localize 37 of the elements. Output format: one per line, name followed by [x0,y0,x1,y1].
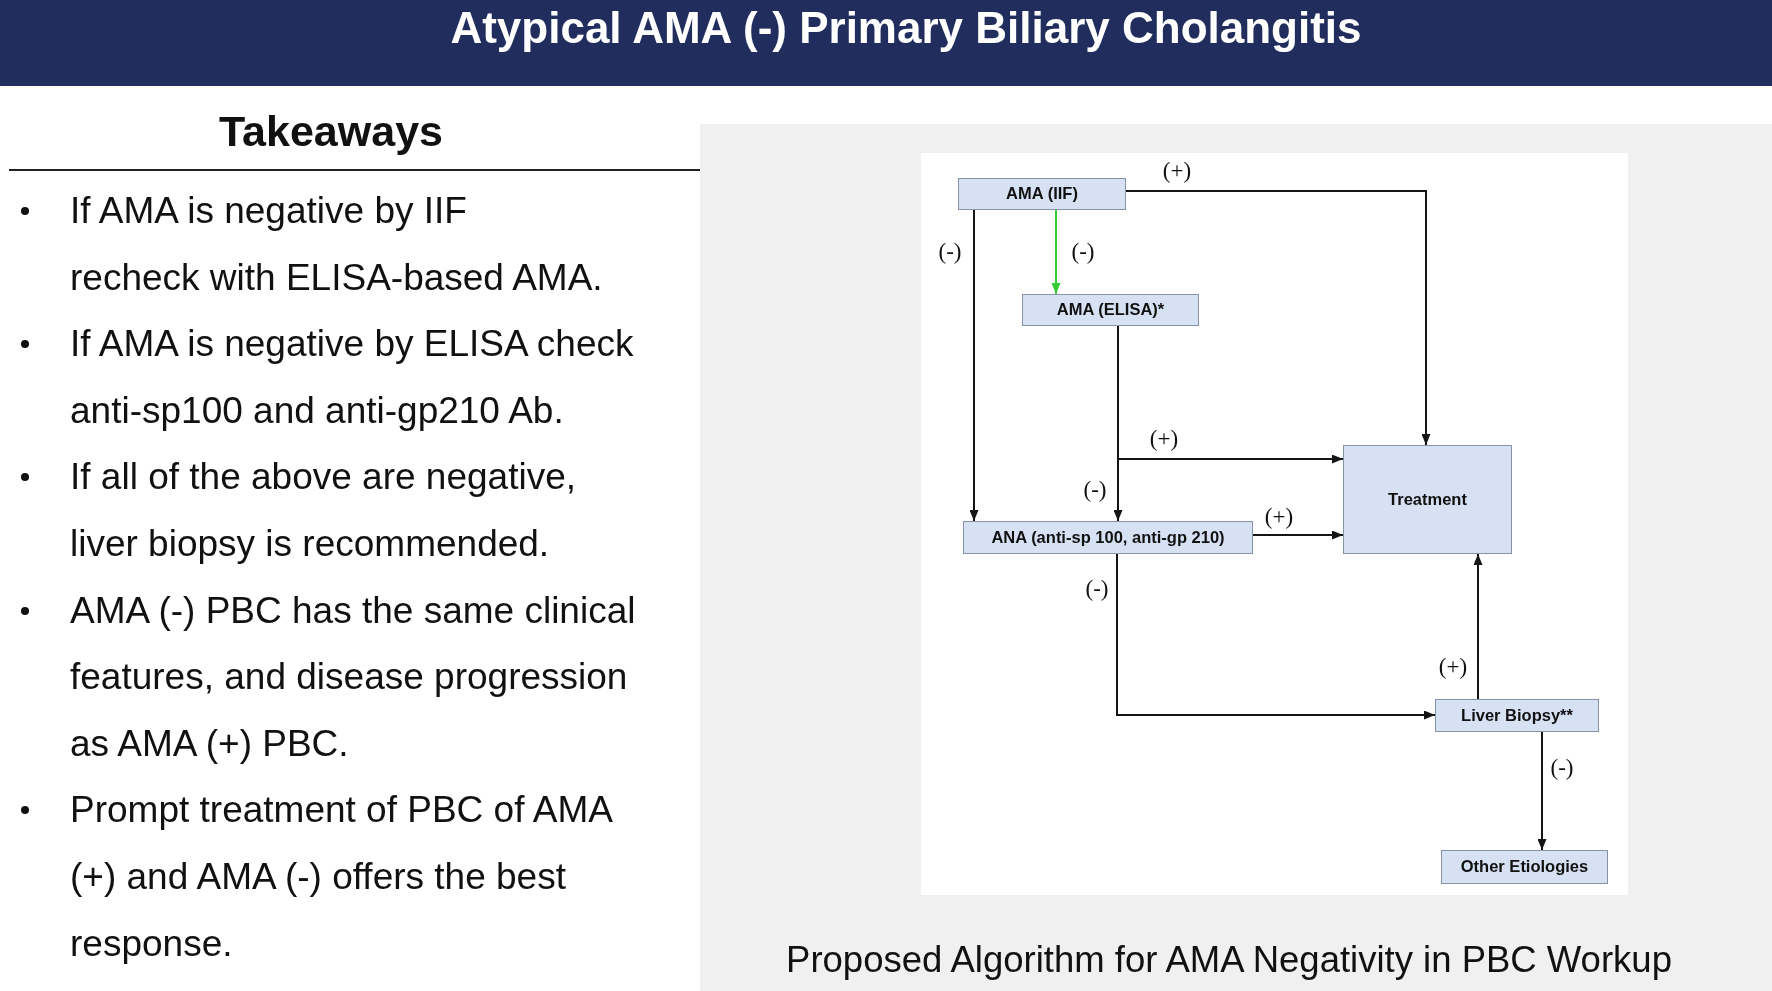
bullet-text: AMA (-) PBC has the same clinical features, and disease progression as AMA (+) PBC. [70,588,637,766]
process-box [963,521,1253,554]
bullet-text: If AMA is negative by IIF recheck with ELISA-based AMA. [70,189,603,300]
node-label: AMA (IIF) [1006,184,1078,204]
arrow [1116,553,1436,720]
bullet-text: Prompt treatment of PBC of AMA (+) and AMA (-) offers the best response. [70,788,613,966]
process-box [1343,445,1512,554]
edge-label: (+) [1437,654,1469,680]
process-box [958,178,1126,210]
node-label: Liver Biopsy** [1461,705,1573,726]
arrow [1473,553,1483,700]
node-label: Treatment [1388,489,1467,510]
bullet-text: If AMA is negative by ELISA check anti-sp100 and anti-gp210 Ab. [70,322,635,433]
edge-label: (-) [1084,576,1110,602]
process-box [1435,699,1599,732]
arrow [1252,530,1344,540]
arrow [969,209,979,522]
edge-label: (-) [1070,239,1096,265]
node-label: ANA (anti-sp 100, anti-gp 210) [991,527,1225,548]
node-label: Other Etiologies [1460,857,1589,877]
edge-label: (-) [1549,755,1575,781]
node-label: AMA (ELISA)* [1056,300,1165,320]
arrow [1051,209,1061,295]
arrow [1125,190,1431,446]
edge-label: (-) [1082,477,1108,503]
edge-label: (-) [937,239,963,265]
bullet-text: If all of the above are negative, liver biopsy is recommended. [70,455,577,566]
title: Atypical AMA (-) Primary Biliary Cholangitis [450,3,1362,53]
section-heading: Takeaways [219,106,443,156]
arrow [1113,325,1123,522]
process-box [1022,294,1199,326]
caption: Proposed Algorithm for AMA Negativity in PBC Workup [786,939,1672,981]
process-box [1441,850,1608,884]
edge-label: (+) [1263,504,1295,530]
arrow [1537,731,1547,851]
edge-label: (+) [1148,426,1180,452]
edge-label: (+) [1161,158,1193,184]
